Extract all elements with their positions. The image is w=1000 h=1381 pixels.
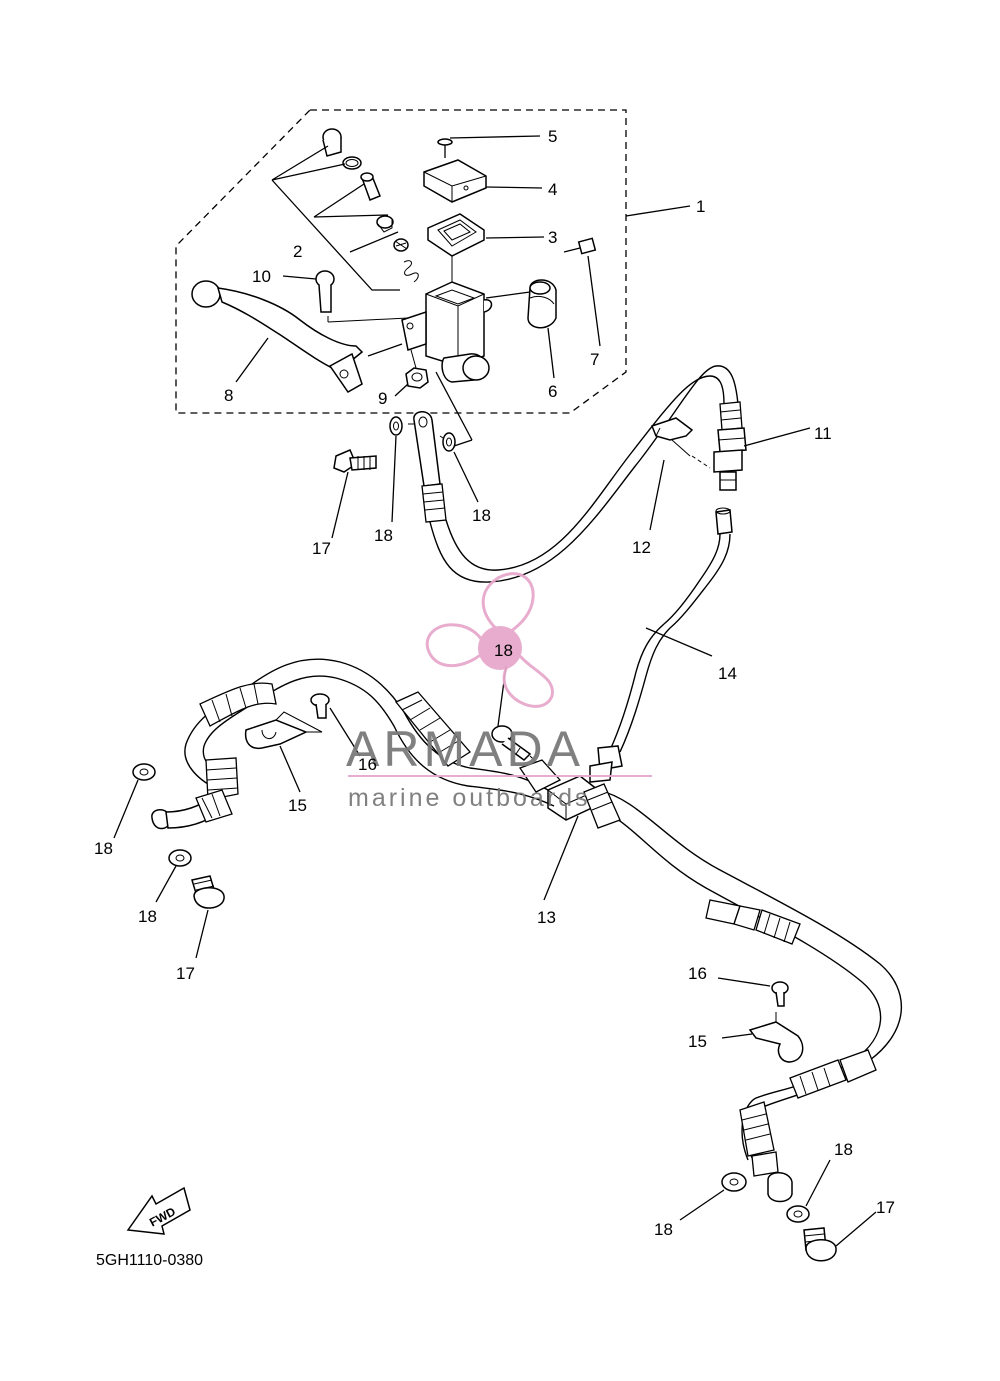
label-16-right: 16 xyxy=(688,964,707,983)
right-brake-hose xyxy=(583,783,902,1203)
label-15-left: 15 xyxy=(288,796,307,815)
label-17-lower-left: 17 xyxy=(176,964,195,983)
hose-clamp-right xyxy=(721,1012,804,1063)
label-15-right: 15 xyxy=(688,1032,707,1051)
joint-bolt xyxy=(491,665,557,781)
piston-kit xyxy=(322,128,419,283)
right-hose-armor xyxy=(583,783,877,1177)
left-brake-hose xyxy=(151,658,562,830)
label-2: 2 xyxy=(293,242,302,261)
label-8: 8 xyxy=(224,386,233,405)
assembly-outline xyxy=(175,109,627,414)
label-1: 1 xyxy=(696,197,705,216)
label-3: 3 xyxy=(548,228,557,247)
label-18-upper-left: 18 xyxy=(374,526,393,545)
label-18-right-a: 18 xyxy=(834,1140,853,1159)
hose-clip xyxy=(649,417,711,531)
label-13: 13 xyxy=(537,908,556,927)
pivot-bolt xyxy=(315,270,335,313)
watermark: ARMADA marine outboards xyxy=(346,572,652,812)
reservoir-cap xyxy=(423,159,487,203)
lower-left-fittings xyxy=(113,763,225,959)
lower-right-fittings xyxy=(679,1159,877,1262)
pivot-nut xyxy=(405,367,429,389)
clamp-bolt-right xyxy=(717,977,789,1007)
label-9: 9 xyxy=(378,389,387,408)
label-16-left: 16 xyxy=(358,755,377,774)
master-cylinder-assembly xyxy=(175,109,691,441)
label-18-right-b: 18 xyxy=(654,1220,673,1239)
label-19: 18 xyxy=(494,641,513,660)
label-18-left-b: 18 xyxy=(138,907,157,926)
label-5: 5 xyxy=(548,127,557,146)
fwd-arrow-icon: FWD xyxy=(126,1186,191,1235)
label-11: 11 xyxy=(814,424,832,443)
part-number-labels: 1 2 3 4 5 6 7 8 9 10 11 12 13 14 15 15 1… xyxy=(94,127,895,1239)
label-12: 12 xyxy=(632,538,651,557)
label-18-left-a: 18 xyxy=(94,839,113,858)
propeller-logo-icon xyxy=(425,572,554,708)
label-4: 4 xyxy=(548,180,557,199)
upper-banjo xyxy=(331,411,479,539)
label-14: 14 xyxy=(718,664,737,683)
label-17-upper: 17 xyxy=(312,539,331,558)
label-10: 10 xyxy=(252,267,271,286)
cap-screw xyxy=(437,138,453,158)
upper-brake-hose xyxy=(429,365,811,583)
left-hose-armor xyxy=(199,682,562,801)
label-17-lower-right: 17 xyxy=(876,1198,895,1217)
handlebar-clamp xyxy=(527,279,557,329)
hose-clamp-left xyxy=(244,711,323,793)
label-6: 6 xyxy=(548,382,557,401)
clamp-bolt xyxy=(563,237,597,255)
clamp-bolt-left xyxy=(310,693,361,757)
label-7: 7 xyxy=(590,350,599,369)
part-code: 5GH1110-0380 xyxy=(96,1252,203,1269)
brake-pipe xyxy=(589,507,733,783)
label-18-upper-right: 18 xyxy=(472,506,491,525)
brake-lever xyxy=(191,280,364,393)
master-cylinder-body xyxy=(401,281,493,383)
watermark-tagline: marine outboards xyxy=(348,784,591,812)
watermark-brand: ARMADA xyxy=(346,721,584,777)
diaphragm xyxy=(427,213,485,257)
